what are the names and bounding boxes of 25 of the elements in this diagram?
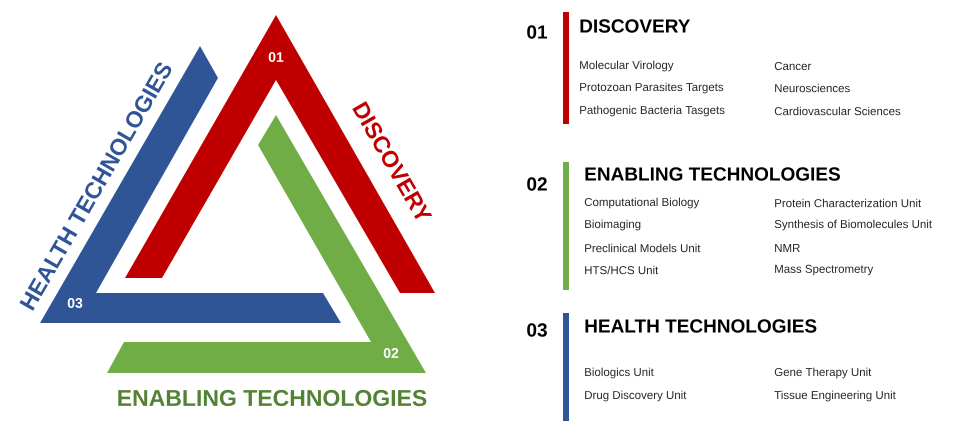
list-item: Drug Discovery Unit [585, 390, 686, 402]
section-number: 02 [527, 177, 547, 191]
list-item: Bioimaging [585, 220, 640, 230]
list-item: Protein Characterization Unit [775, 198, 922, 208]
list-item: Cardiovascular Sciences [774, 106, 900, 116]
list-item: Gene Therapy Unit [774, 368, 872, 378]
list-item: Pathogenic Bacteria Tasgets [580, 106, 725, 116]
list-item: Biologics Unit [585, 368, 654, 378]
list-item: Synthesis of Biomolecules Unit [774, 220, 932, 230]
section-heading: ENABLING TECHNOLOGIES [585, 167, 840, 181]
list-item: Computational Biology [584, 198, 700, 208]
list-item: Mass Spectrometry [775, 264, 874, 276]
section-heading: HEALTH TECHNOLOGIES [585, 319, 816, 333]
list-item: Preclinical Models Unit [585, 244, 700, 252]
section-number: 01 [527, 25, 548, 39]
band-title: ENABLING TECHNOLOGIES [118, 390, 426, 406]
list-item: Molecular Virology [580, 60, 674, 72]
section-number: 03 [527, 323, 547, 337]
section-heading: DISCOVERY [580, 19, 690, 33]
list-item: Tissue Engineering Unit [774, 390, 896, 402]
list-item: Protozoan Parasites Targets [580, 82, 724, 94]
list-item: Neurosciences [775, 84, 850, 92]
list-item: NMR [775, 244, 800, 252]
list-item: HTS/HCS Unit [585, 266, 658, 274]
list-item: Cancer [774, 62, 812, 70]
